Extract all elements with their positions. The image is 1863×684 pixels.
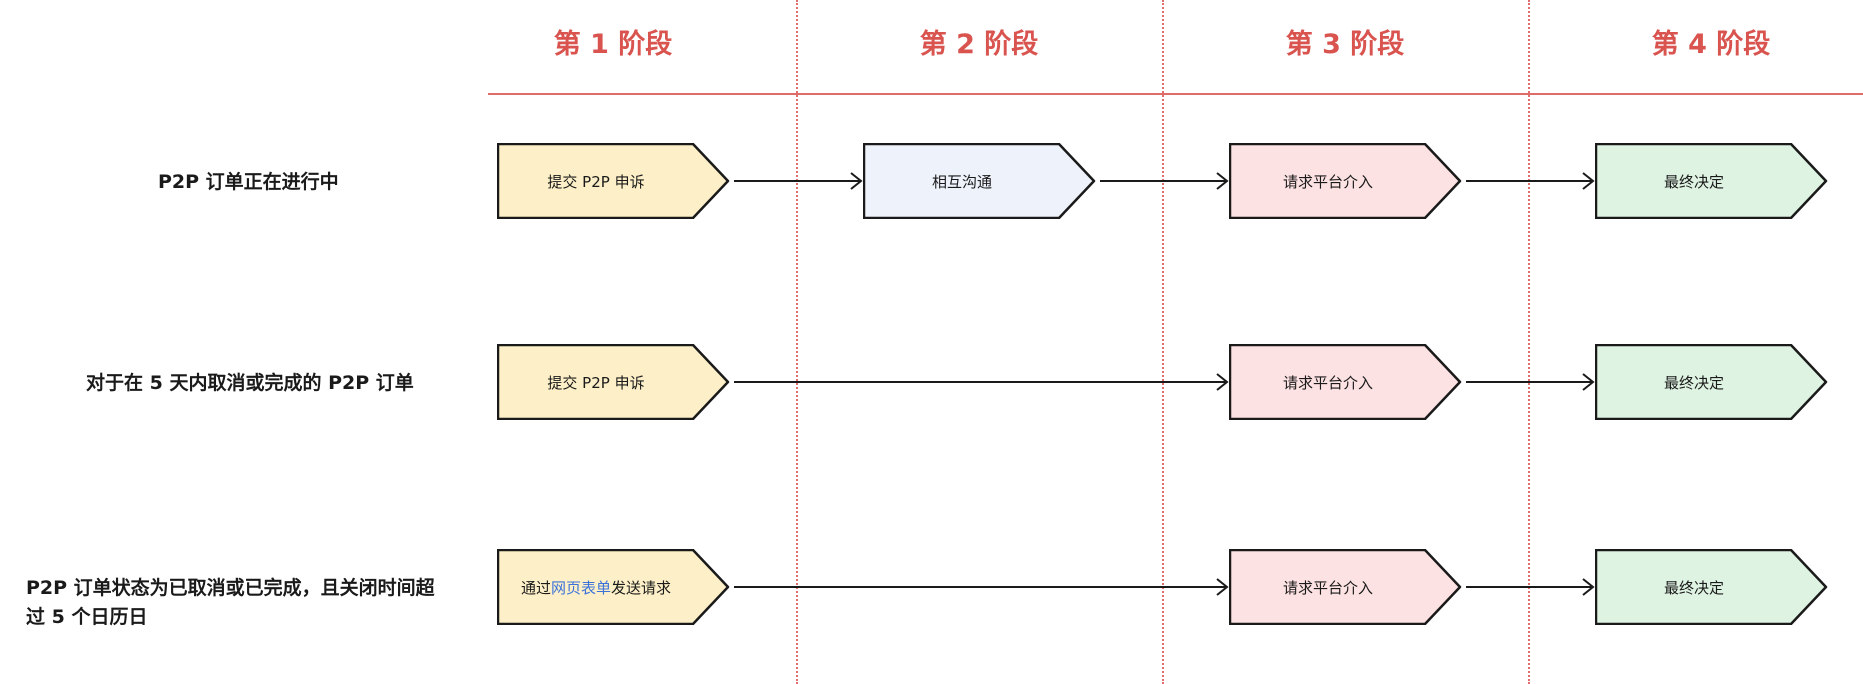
stage-header-3: 第 3 阶段 [1285, 29, 1405, 60]
node-submit-appeal-row2: 提交 P2P 申诉 [497, 344, 731, 420]
stage-divider-2 [1162, 0, 1164, 684]
node-label: 最终决定 [1663, 578, 1724, 597]
node-label: 请求平台介入 [1282, 172, 1373, 191]
node-request-platform-row1: 请求平台介入 [1229, 143, 1463, 219]
stage-header-1: 第 1 阶段 [553, 29, 673, 60]
node-label: 相互沟通 [931, 172, 992, 191]
stage-divider-3 [1528, 0, 1530, 684]
row-label-within-5-days: 对于在 5 天内取消或完成的 P2P 订单 [86, 372, 414, 394]
row-label-ongoing: P2P 订单正在进行中 [158, 171, 339, 193]
row-label-line-2: 过 5 个日历日 [26, 606, 148, 628]
send-request-suffix: 发送请求 [611, 578, 672, 597]
node-label: 提交 P2P 申诉 [547, 172, 645, 191]
node-final-decision-row2: 最终决定 [1595, 344, 1829, 420]
node-submit-appeal-row1: 提交 P2P 申诉 [497, 143, 731, 219]
node-label: 请求平台介入 [1282, 578, 1373, 597]
stage-header-2: 第 2 阶段 [919, 29, 1039, 60]
web-form-link[interactable]: 网页表单 [550, 578, 611, 597]
node-label: 请求平台介入 [1282, 373, 1373, 392]
node-final-decision-row3: 最终决定 [1595, 549, 1829, 625]
stage-header-4: 第 4 阶段 [1651, 29, 1771, 60]
node-mutual-communication: 相互沟通 [863, 143, 1097, 219]
node-label: 最终决定 [1663, 172, 1724, 191]
row-label-over-5-days: P2P 订单状态为已取消或已完成，且关闭时间超 过 5 个日历日 [26, 574, 435, 632]
node-label: 通过网页表单发送请求 [497, 549, 695, 625]
node-final-decision-row1: 最终决定 [1595, 143, 1829, 219]
stage-divider-1 [796, 0, 798, 684]
via-prefix: 通过 [520, 578, 551, 597]
node-label: 最终决定 [1663, 373, 1724, 392]
row-label-line-1: P2P 订单状态为已取消或已完成，且关闭时间超 [26, 577, 435, 599]
header-underline [488, 93, 1863, 95]
node-request-platform-row3: 请求平台介入 [1229, 549, 1463, 625]
node-web-form-request: 通过网页表单发送请求 [497, 549, 731, 625]
node-request-platform-row2: 请求平台介入 [1229, 344, 1463, 420]
node-label: 提交 P2P 申诉 [547, 373, 645, 392]
